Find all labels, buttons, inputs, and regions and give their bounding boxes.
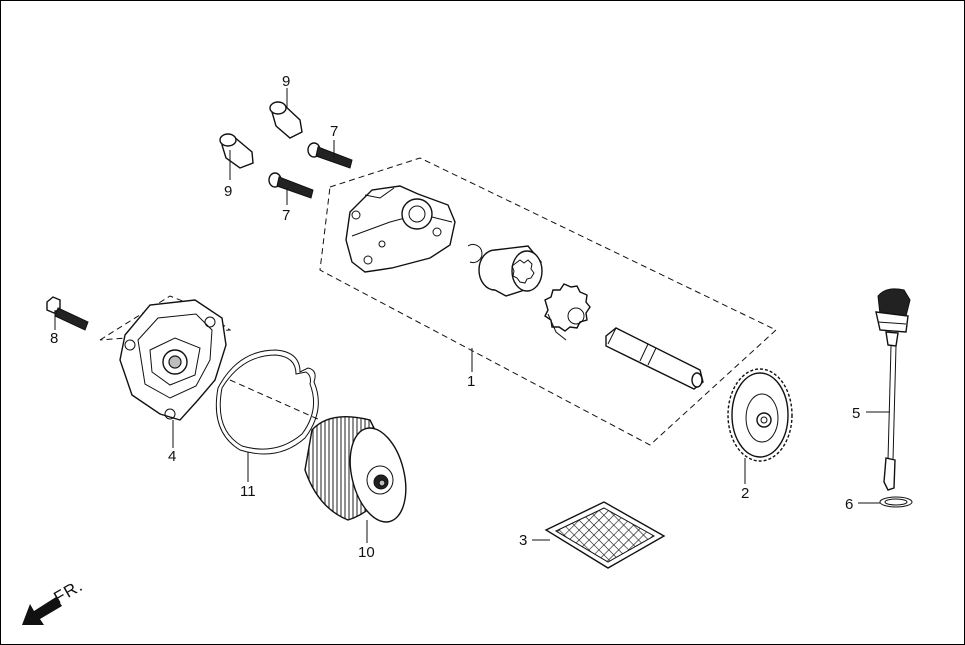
outer-rotor: [478, 245, 543, 297]
callout-4: 4: [168, 448, 176, 465]
inner-rotor: [544, 283, 591, 341]
callout-3: 3: [519, 532, 527, 549]
callout-2: 2: [741, 485, 749, 502]
callout-9-top: 9: [282, 73, 290, 90]
pump-shaft: [605, 327, 704, 390]
snap-ring: [467, 244, 483, 263]
dowel-pin-left: [219, 133, 254, 169]
callout-7-lower: 7: [282, 207, 290, 224]
cover-bolt: [46, 296, 89, 331]
callout-8: 8: [50, 330, 58, 347]
leader-lines: [54, 88, 890, 543]
oil-pump-assembly: [319, 157, 777, 446]
oil-pump-body: [345, 185, 456, 273]
bolt-top: [307, 142, 353, 169]
arrow-down-left-icon: [22, 597, 62, 625]
callout-labels: 9 9 7 7 8 1 4 11 10 2 3 5 6: [50, 73, 860, 561]
oil-dipstick: [875, 288, 911, 491]
callout-5: 5: [852, 405, 860, 422]
oil-pump-drive-gear: [727, 368, 793, 462]
callout-11: 11: [240, 483, 256, 500]
oil-filter: [304, 415, 407, 523]
bolt-lower: [268, 172, 314, 199]
pump-cover: [99, 295, 321, 421]
callout-10: 10: [358, 544, 375, 561]
dowel-pin-top: [269, 101, 303, 139]
oil-strainer-screen: [544, 501, 666, 569]
cover-gasket: [215, 349, 319, 455]
callout-6: 6: [845, 496, 853, 513]
callout-1: 1: [467, 373, 475, 390]
callout-7-top: 7: [330, 123, 338, 140]
front-direction-indicator: FR.: [22, 576, 86, 625]
dipstick-o-ring: [879, 496, 913, 508]
callout-9-left: 9: [224, 183, 232, 200]
